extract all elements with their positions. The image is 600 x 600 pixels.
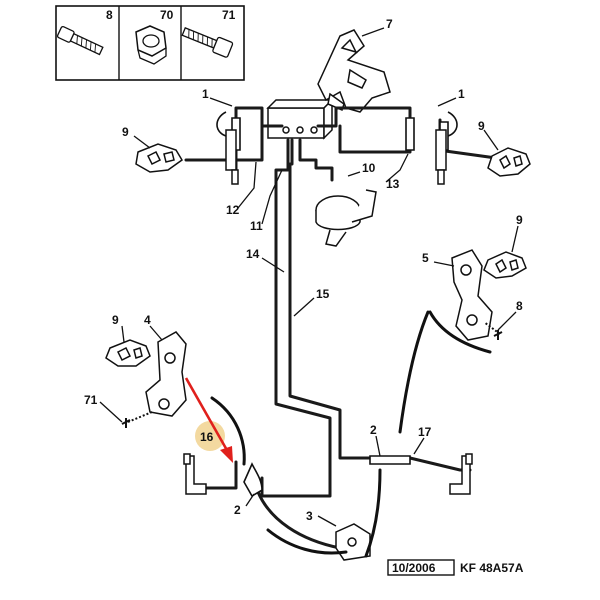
label-17: 17 [418, 425, 432, 439]
label-12: 12 [226, 203, 240, 217]
bolt-71-icon [181, 27, 234, 58]
brake-pipes [184, 106, 498, 550]
abs-unit [266, 98, 334, 140]
leader-lines [99, 27, 519, 527]
front-right-caliper [435, 129, 447, 185]
label-5: 5 [422, 251, 429, 265]
parts-box-label-8: 8 [106, 8, 113, 22]
label-4: 4 [144, 313, 151, 327]
screw-8-icon [483, 321, 503, 340]
rear-left-caliper [183, 453, 207, 495]
label-14: 14 [246, 247, 260, 261]
clip-9-top-right [487, 147, 531, 177]
pressure-regulator [315, 189, 377, 247]
parts-box-label-71: 71 [222, 8, 236, 22]
rear-right-caliper [449, 453, 473, 495]
nut-70-icon [135, 25, 167, 65]
label-71: 71 [84, 393, 98, 407]
label-9-top-right: 9 [478, 119, 485, 133]
footer-ref: KF 48A57A [460, 561, 524, 575]
label-1-right: 1 [458, 87, 465, 101]
label-2-bottom: 2 [234, 503, 241, 517]
label-7: 7 [386, 17, 393, 31]
clip-9-top-left [135, 143, 183, 173]
bracket-3 [335, 523, 371, 561]
body-curves [210, 310, 492, 558]
bracket-4 [145, 331, 187, 417]
label-9-top-left: 9 [122, 125, 129, 139]
footer-date: 10/2006 [392, 561, 436, 575]
bolt-8-icon [56, 26, 104, 56]
label-2-mid: 2 [370, 423, 377, 437]
label-16: 16 [200, 430, 214, 444]
label-13: 13 [386, 177, 400, 191]
label-8: 8 [516, 299, 523, 313]
label-9-mid-left: 9 [112, 313, 119, 327]
bracket-5 [451, 249, 493, 341]
label-9-mid-right: 9 [516, 213, 523, 227]
bracket-7 [317, 29, 391, 113]
label-1-left: 1 [202, 87, 209, 101]
screw-71-icon [121, 411, 153, 428]
front-left-caliper [225, 129, 239, 185]
footer: 10/2006 KF 48A57A [387, 559, 524, 576]
clip-9-mid-right [483, 251, 527, 279]
clip-9-mid-left [105, 339, 151, 367]
part-16-highlight [195, 421, 225, 451]
label-3: 3 [306, 509, 313, 523]
red-arrow-icon [184, 377, 233, 463]
parts-box-label-70: 70 [160, 8, 174, 22]
label-11: 11 [250, 219, 263, 233]
parts-box: 8 70 71 [55, 5, 245, 81]
label-10: 10 [362, 161, 376, 175]
label-15: 15 [316, 287, 330, 301]
